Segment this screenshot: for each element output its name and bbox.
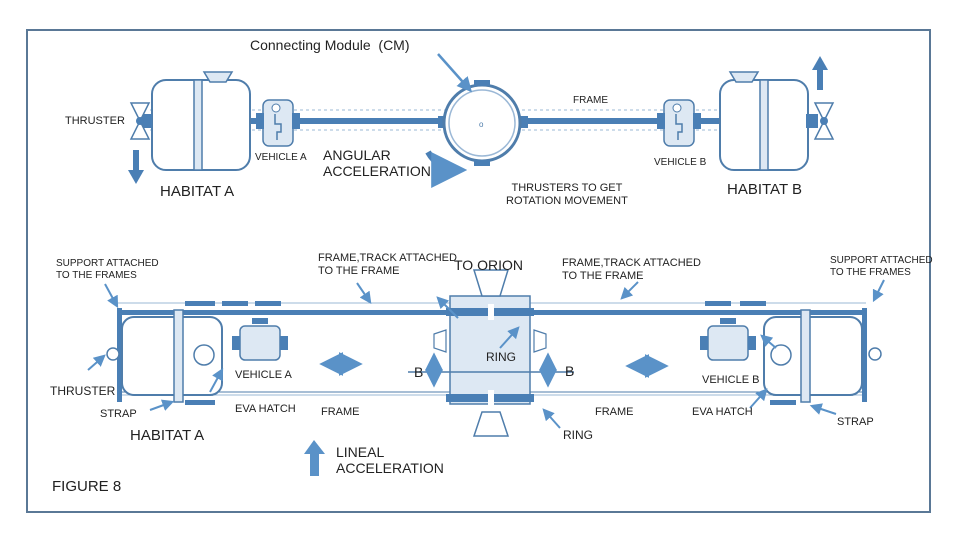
top-vehicle-a-label: VEHICLE A	[255, 152, 307, 163]
bottom-frame-left-label: FRAME	[321, 406, 360, 418]
thruster-b-icon	[813, 102, 835, 140]
habitat-a-module	[140, 71, 251, 171]
ring-module	[408, 269, 574, 437]
eva-hatch-left-label: EVA HATCH	[235, 403, 296, 415]
figure-label: FIGURE 8	[52, 478, 122, 495]
ring-top-pointer	[499, 326, 520, 349]
eva-hatch-right-pointer	[749, 388, 768, 409]
vehicle-b-module	[657, 99, 701, 147]
thrusters-rotation-label: THRUSTERS TO GET ROTATION MOVEMENT	[506, 182, 628, 207]
habitat-b-module	[719, 71, 818, 171]
b-right-label: B	[565, 363, 575, 379]
support-left-pointer	[104, 283, 119, 309]
bottom-vehicle-b-label: VEHICLE B	[702, 374, 760, 386]
vehicle-b-horizontal	[700, 318, 756, 361]
habitat-b-horizontal	[763, 309, 882, 403]
thruster-pointer	[87, 354, 106, 371]
ring-top-label: RING	[486, 350, 516, 364]
strap-right-label: STRAP	[837, 416, 874, 428]
cm-pointer-arrow	[437, 53, 472, 93]
b-left-label: B	[414, 364, 424, 380]
support-right-pointer	[872, 279, 885, 303]
bottom-vehicle-a-label: VEHICLE A	[235, 369, 292, 381]
angular-acceleration-label: ANGULAR ACCELERATION	[323, 147, 431, 180]
strap-left-label: STRAP	[100, 408, 137, 420]
bottom-habitat-a-label: HABITAT A	[130, 427, 205, 444]
strap-right-pointer	[809, 403, 837, 415]
frame-track-left-label: FRAME,TRACK ATTACHED TO THE FRAME	[318, 252, 457, 277]
bottom-configuration: o	[87, 120, 885, 476]
frame-track-right-label: FRAME,TRACK ATTACHED TO THE FRAME	[562, 257, 701, 282]
support-right-label: SUPPORT ATTACHED TO THE FRAMES	[830, 255, 933, 278]
eva-hatch-left-pointer	[209, 367, 224, 393]
ring-bottom-label: RING	[563, 428, 593, 442]
top-habitat-b-label: HABITAT B	[727, 181, 803, 198]
frame-track-right-pointer	[620, 281, 639, 300]
down-arrow-icon	[128, 150, 144, 184]
strap-left-pointer	[149, 399, 175, 411]
to-orion-ring-pointer	[436, 296, 459, 319]
vehicle-b-pointer	[760, 334, 777, 349]
top-thruster-label: THRUSTER	[65, 115, 125, 127]
thruster-a-icon	[129, 102, 151, 140]
bottom-frame-right-label: FRAME	[595, 406, 634, 418]
frame-track-left-pointer	[356, 282, 372, 304]
connecting-module	[438, 80, 528, 166]
rotation-arrow-icon	[425, 150, 468, 188]
top-frame-label: FRAME	[573, 95, 608, 106]
habitat-a-horizontal	[106, 309, 223, 403]
bottom-thruster-label: THRUSTER	[50, 384, 116, 398]
support-left-label: SUPPORT ATTACHED TO THE FRAMES	[56, 258, 159, 281]
eva-hatch-right-label: EVA HATCH	[692, 406, 753, 418]
cm-center-mark: o	[479, 120, 484, 129]
top-configuration	[128, 53, 835, 188]
up-arrow-icon	[812, 56, 828, 90]
lineal-up-arrow-icon	[304, 440, 325, 476]
ring-bottom-pointer	[542, 408, 561, 429]
lineal-acceleration-label: LINEAL ACCELERATION	[336, 444, 444, 477]
to-orion-label: TO ORION	[454, 257, 523, 273]
vehicle-a-module	[256, 99, 300, 147]
vehicle-a-horizontal	[232, 318, 288, 361]
connecting-module-label: Connecting Module (CM)	[250, 37, 410, 53]
right-end-support	[862, 308, 867, 402]
top-habitat-a-label: HABITAT A	[160, 183, 235, 200]
top-vehicle-b-label: VEHICLE B	[654, 157, 707, 168]
